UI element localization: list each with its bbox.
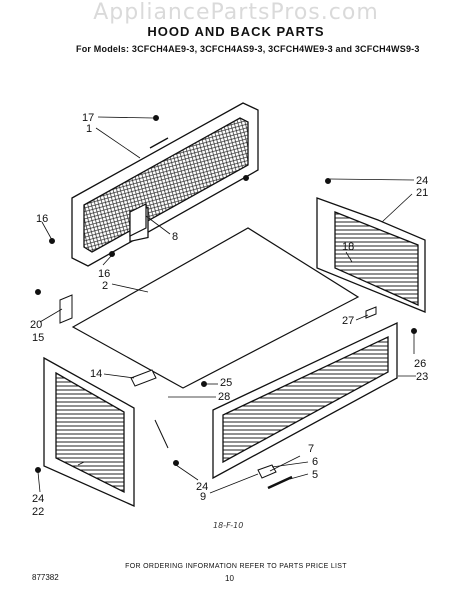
callout-24-lower: 24 — [196, 481, 208, 493]
callout-7: 7 — [308, 443, 314, 455]
callout-2: 2 — [102, 280, 108, 292]
callout-8: 8 — [172, 231, 178, 243]
callout-25: 25 — [220, 377, 232, 389]
model-list: For Models: 3CFCH4AE9-3, 3CFCH4AS9-3, 3C… — [76, 44, 420, 54]
page-number: 10 — [225, 574, 234, 583]
callout-24-left: 24 — [32, 493, 44, 505]
callout-28: 28 — [218, 391, 230, 403]
callout-16-lower: 16 — [98, 268, 110, 280]
callout-14: 14 — [90, 368, 102, 380]
callout-23: 23 — [416, 371, 428, 383]
ordering-info: FOR ORDERING INFORMATION REFER TO PARTS … — [125, 563, 347, 570]
front-panel-long — [212, 321, 398, 480]
document-code: 877382 — [32, 573, 59, 582]
callout-20: 20 — [30, 319, 42, 331]
callout-17: 17 — [82, 112, 94, 124]
callout-21: 21 — [416, 187, 428, 199]
hardware — [35, 115, 417, 490]
base-sheet — [71, 227, 360, 389]
callout-9: 9 — [200, 491, 206, 503]
callout-5: 5 — [312, 469, 318, 481]
page-title: HOOD AND BACK PARTS — [147, 24, 325, 39]
callout-26: 26 — [414, 358, 426, 370]
callout-6: 6 — [312, 456, 318, 468]
control-box — [129, 203, 147, 237]
callout-16-left: 16 — [36, 213, 48, 225]
leader-lines — [37, 116, 416, 494]
front-panel-left — [43, 356, 135, 508]
callout-27: 27 — [342, 315, 354, 327]
callout-22: 22 — [32, 506, 44, 518]
watermark: AppliancePartsPros.com — [93, 0, 379, 25]
callout-labels: 17 1 16 8 16 2 24 21 18 20 15 27 26 23 1… — [30, 112, 428, 518]
handwritten-note: 18-F-10 — [213, 521, 243, 530]
callout-15: 15 — [32, 332, 44, 344]
callout-1: 1 — [86, 123, 92, 135]
back-panel-upper — [316, 197, 426, 313]
callout-24-upper: 24 — [416, 175, 428, 187]
callout-18: 18 — [342, 241, 354, 253]
